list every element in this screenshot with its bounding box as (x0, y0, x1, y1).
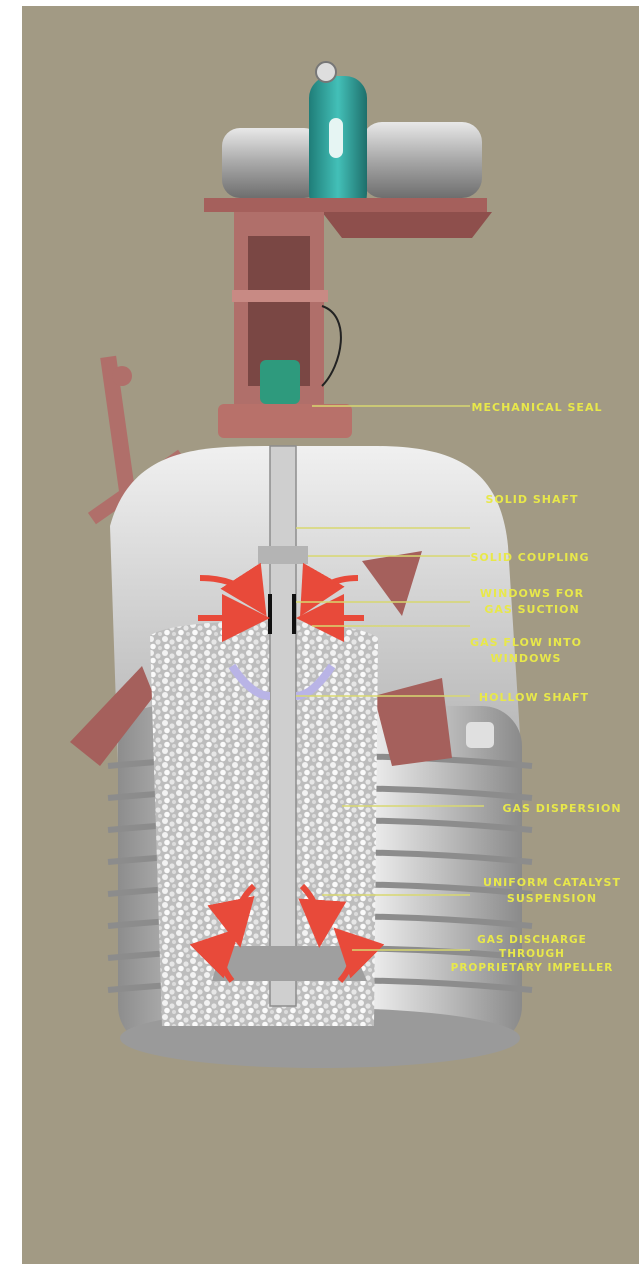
label-line: GAS DISPERSION (502, 802, 621, 815)
label-line: GAS SUCTION (484, 603, 579, 616)
mechanical-seal-part (260, 360, 300, 404)
label-line: GAS FLOW INTO (470, 636, 582, 649)
drive-column (218, 212, 352, 438)
right-motor (362, 122, 482, 198)
reactor-diagram: MECHANICAL SEAL SOLID SHAFT SOLID COUPLI… (22, 6, 639, 1264)
label-line: SUSPENSION (507, 892, 597, 905)
pressure-gauge (316, 62, 336, 82)
label-line: THROUGH (499, 948, 565, 960)
label-line: WINDOWS FOR (480, 587, 584, 600)
label-line: UNIFORM CATALYST (483, 876, 621, 889)
label-line: PROPRIETARY IMPELLER (451, 962, 614, 974)
label-line: HOLLOW SHAFT (479, 691, 589, 704)
label-line: GAS DISCHARGE (477, 934, 587, 946)
label-line: WINDOWS (491, 652, 562, 665)
label-hollow-shaft: HOLLOW SHAFT (479, 691, 589, 704)
shaft (270, 446, 296, 1006)
label-line: MECHANICAL SEAL (472, 401, 603, 414)
motor-platform (204, 198, 487, 212)
motor-assembly (204, 62, 492, 238)
label-solid-shaft: SOLID SHAFT (486, 493, 579, 506)
diagram-canvas: MECHANICAL SEAL SOLID SHAFT SOLID COUPLI… (22, 6, 639, 1264)
label-gas-dispersion: GAS DISPERSION (502, 802, 621, 815)
label-line: SOLID SHAFT (486, 493, 579, 506)
outlet-nozzle (466, 722, 494, 748)
label-solid-coupling: SOLID COUPLING (470, 551, 589, 564)
label-line: SOLID COUPLING (470, 551, 589, 564)
left-motor (222, 128, 322, 198)
label-mechanical-seal: MECHANICAL SEAL (472, 401, 603, 414)
coupling (258, 546, 308, 564)
